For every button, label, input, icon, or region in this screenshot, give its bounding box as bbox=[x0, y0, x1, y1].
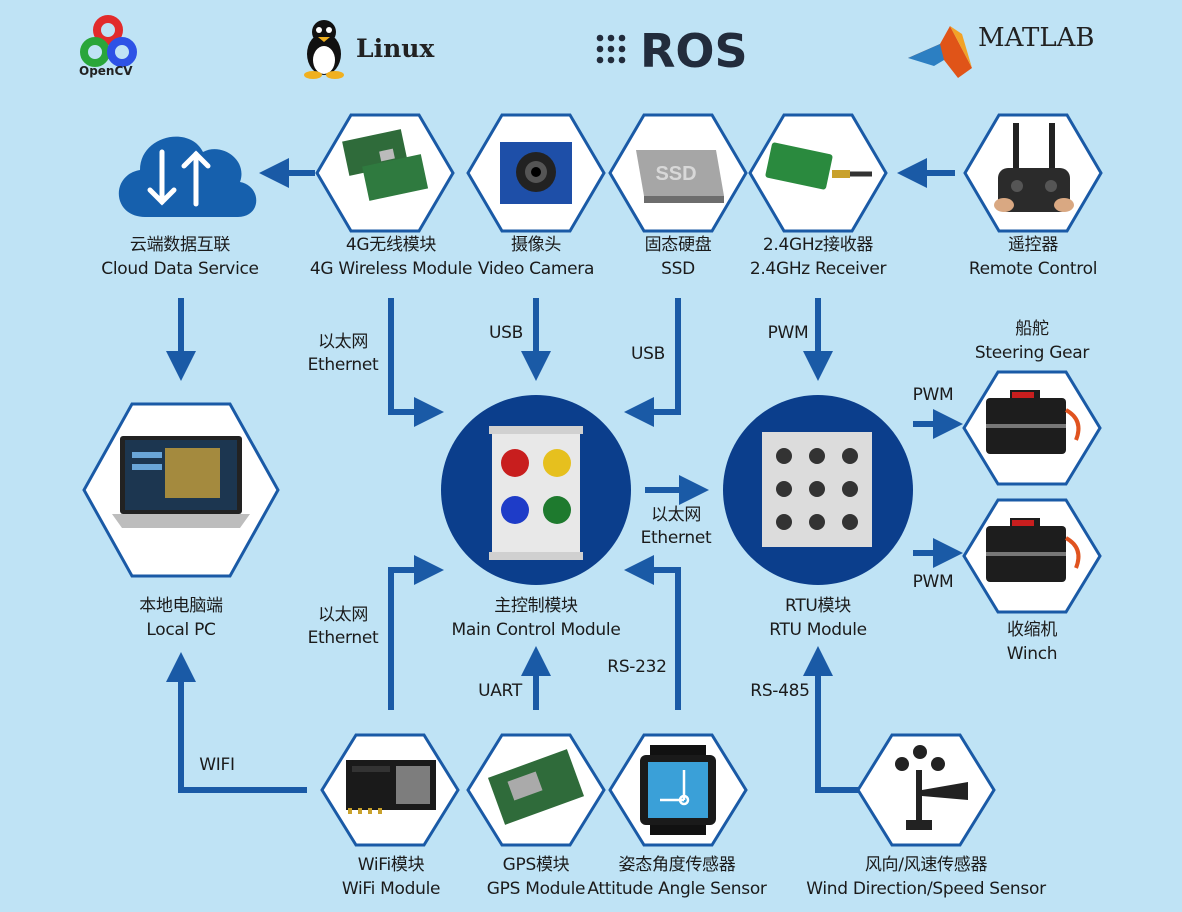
ros-logo-text: ROS bbox=[640, 24, 748, 78]
conn-pwm-receiver: PWM bbox=[767, 323, 809, 343]
rtu-icon bbox=[762, 432, 872, 547]
wind-sensor-icon bbox=[895, 745, 968, 830]
hex-attitude bbox=[608, 733, 748, 847]
arrow-wifi-to-pc bbox=[166, 652, 307, 793]
gps-module-icon bbox=[487, 749, 585, 825]
matlab-logo bbox=[908, 26, 972, 78]
hex-localpc bbox=[82, 402, 280, 578]
winch-servo-icon bbox=[986, 518, 1081, 582]
arrow-wifi-to-main bbox=[388, 555, 444, 710]
arrow-attitude-to-main bbox=[624, 555, 681, 710]
hex-wind bbox=[856, 733, 996, 847]
opencv-logo-text: OpenCV bbox=[79, 64, 133, 78]
hex-4g bbox=[315, 113, 455, 233]
svg-text:SSD: SSD bbox=[655, 163, 696, 185]
hex-gps bbox=[466, 733, 606, 847]
hex-wifi bbox=[320, 733, 460, 847]
conn-usb-camera: USB bbox=[489, 323, 523, 343]
arrow-wind-to-rtu bbox=[803, 646, 862, 793]
linux-logo-text: Linux bbox=[356, 34, 435, 63]
conn-rs232: RS-232 bbox=[607, 657, 667, 677]
opencv-logo bbox=[80, 15, 137, 67]
hex-winch bbox=[962, 498, 1102, 614]
main-control-circle bbox=[441, 395, 631, 585]
arrow-ssd-to-main bbox=[624, 298, 681, 427]
remote-control-icon bbox=[994, 123, 1074, 212]
conn-rs485: RS-485 bbox=[750, 681, 810, 701]
conn-wifi-link: WIFI bbox=[199, 755, 235, 775]
laptop-icon bbox=[112, 436, 250, 528]
conn-uart: UART bbox=[478, 681, 522, 701]
main-control-icon bbox=[489, 426, 583, 560]
hex-ssd: SSD bbox=[608, 113, 748, 233]
conn-pwm-winch: PWM bbox=[912, 572, 954, 592]
matlab-logo-text: MATLAB bbox=[978, 23, 1095, 53]
4g-module-icon bbox=[342, 129, 429, 201]
ros-logo bbox=[596, 34, 626, 64]
hex-camera bbox=[466, 113, 606, 233]
arrows bbox=[166, 158, 963, 793]
conn-usb-ssd: USB bbox=[631, 344, 665, 364]
hex-remote bbox=[963, 113, 1103, 233]
servo-icon bbox=[986, 390, 1081, 454]
cloud-icon bbox=[118, 136, 257, 217]
rtu-circle bbox=[723, 395, 913, 585]
conn-pwm-steering: PWM bbox=[912, 385, 954, 405]
ssd-icon: SSD bbox=[636, 150, 724, 203]
linux-logo bbox=[304, 20, 344, 79]
camera-icon bbox=[500, 142, 572, 204]
wifi-module-icon bbox=[346, 760, 436, 814]
receiver-icon bbox=[765, 142, 872, 190]
attitude-sensor-icon bbox=[640, 745, 716, 835]
arrow-4g-to-main bbox=[388, 298, 444, 427]
hex-steering bbox=[962, 370, 1102, 486]
hex-receiver bbox=[748, 113, 888, 233]
